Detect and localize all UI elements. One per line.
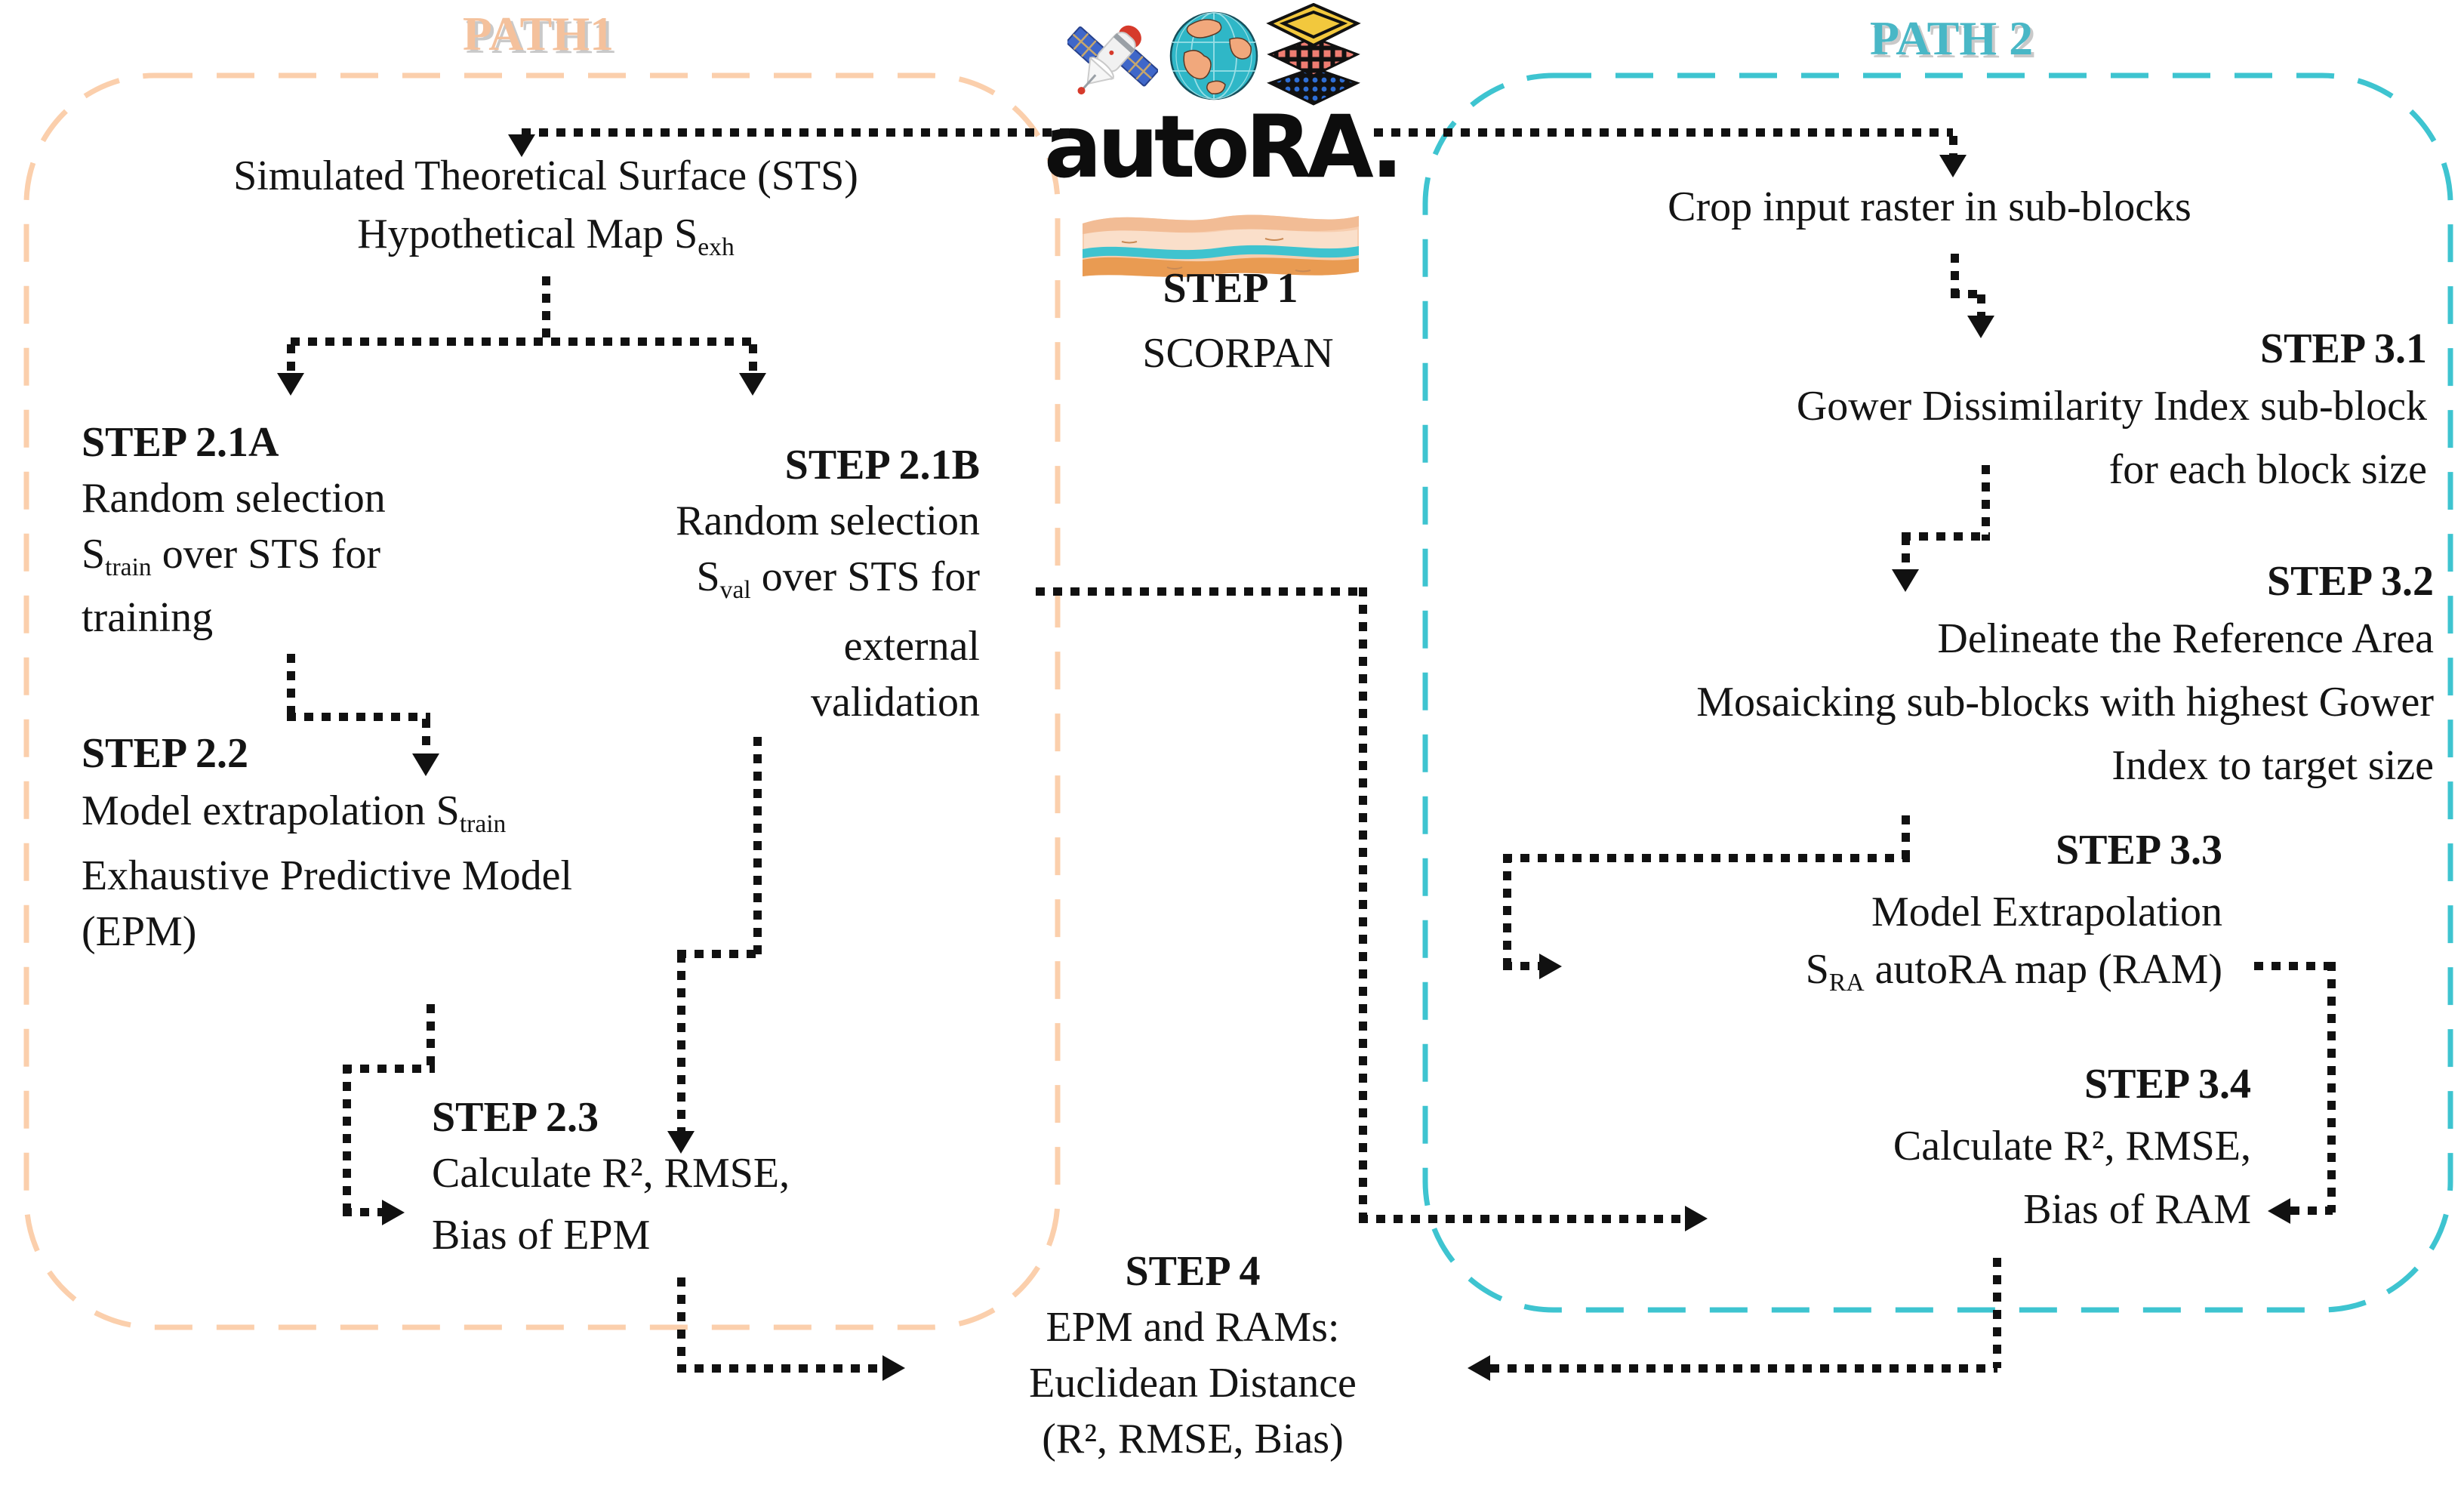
arrowhead-down-sts xyxy=(508,134,535,157)
step4-line3: (R², RMSE, Bias) xyxy=(1042,1416,1344,1462)
connector-crop-to-31-jog xyxy=(1951,290,1985,298)
connector-sval-out-v xyxy=(1359,587,1367,1223)
path1-box xyxy=(23,72,1061,1330)
step22-line3: (EPM) xyxy=(82,908,197,955)
step33-line1: Model Extrapolation xyxy=(1871,889,2222,935)
path1-title: PATH1 xyxy=(462,7,614,60)
connector-logo-to-crop xyxy=(1374,128,1953,137)
connector-31-to-32-h xyxy=(1902,532,1990,541)
step4-title: STEP 4 xyxy=(1125,1248,1261,1295)
connector-logo-to-sts xyxy=(522,128,1076,137)
path2-box xyxy=(1422,72,2453,1313)
connector-32-to-33-v1 xyxy=(1902,815,1910,861)
crop-raster-label: Crop input raster in sub-blocks xyxy=(1668,183,2191,230)
step21b-line2: Sval over STS for xyxy=(696,553,980,605)
step31-line2: for each block size xyxy=(2108,446,2427,493)
connector-21b-to-23-v2 xyxy=(677,954,685,1135)
arrowhead-down-32 xyxy=(1892,569,1919,592)
step21b-line1: Random selection xyxy=(676,498,980,544)
connector-sval-out-h2 xyxy=(1359,1215,1685,1223)
step21a-line1: Random selection xyxy=(82,475,386,522)
arrowhead-left-34 xyxy=(2268,1198,2290,1224)
step1-title: STEP 1 xyxy=(1163,265,1298,312)
autora-logo-text: autoRA. xyxy=(1043,97,1403,197)
connector-21a-to-22-v1 xyxy=(287,654,295,717)
step21b-title: STEP 2.1B xyxy=(784,442,980,488)
connector-sval-out-h1 xyxy=(1036,587,1363,596)
step33-line2: SRA autoRA map (RAM) xyxy=(1805,946,2222,997)
connector-crop-to-31-v1 xyxy=(1951,254,1959,294)
connector-21b-to-23-v1 xyxy=(753,737,762,954)
connector-23-to-4-h xyxy=(677,1364,882,1373)
connector-22-to-23-h1 xyxy=(343,1065,435,1073)
connector-logo-to-crop-drop xyxy=(1949,136,1957,157)
step4-line2: Euclidean Distance xyxy=(1029,1360,1357,1407)
arrowhead-right-34 xyxy=(1685,1206,1708,1231)
arrowhead-down-21a xyxy=(277,373,304,396)
step32-line2: Mosaicking sub-blocks with highest Gower xyxy=(1696,679,2434,726)
connector-21a-to-22-v2 xyxy=(422,719,430,757)
satellite-icon xyxy=(1067,25,1158,95)
step32-title: STEP 3.2 xyxy=(2267,558,2434,605)
connector-sts-split-bar xyxy=(291,337,753,346)
path2-title: PATH 2 xyxy=(1869,11,2034,65)
connector-31-to-32-v1 xyxy=(1982,465,1990,541)
connector-32-to-33-h1 xyxy=(1503,854,1910,862)
step34-line1: Calculate R², RMSE, xyxy=(1893,1123,2251,1169)
step21a-line3: training xyxy=(82,594,214,641)
step33-title: STEP 3.3 xyxy=(2056,827,2222,874)
arrowhead-right-23 xyxy=(382,1200,405,1225)
step23-title: STEP 2.3 xyxy=(432,1094,599,1141)
connector-31-to-32-v2 xyxy=(1902,536,1910,572)
connector-33-to-34-h2 xyxy=(2290,1206,2333,1215)
sts-line1: Simulated Theoretical Surface (STS) xyxy=(233,153,858,199)
connector-crop-to-31-v2 xyxy=(1977,294,1985,319)
connector-32-to-33-h2 xyxy=(1503,962,1539,970)
step4-line1: EPM and RAMs: xyxy=(1046,1304,1340,1351)
connector-22-to-23-v2 xyxy=(343,1065,351,1213)
step34-title: STEP 3.4 xyxy=(2084,1061,2251,1108)
step21b-line4: validation xyxy=(811,679,980,726)
connector-split-left-drop xyxy=(287,344,295,376)
step21a-title: STEP 2.1A xyxy=(82,419,279,466)
connector-34-to-4-h xyxy=(1490,1364,1997,1373)
step31-title: STEP 3.1 xyxy=(2260,325,2427,372)
arrowhead-down-21b xyxy=(739,373,766,396)
arrowhead-left-step4 xyxy=(1468,1355,1490,1381)
step22-line2: Exhaustive Predictive Model xyxy=(82,852,573,899)
step32-line1: Delineate the Reference Area xyxy=(1937,615,2434,662)
arrowhead-right-33 xyxy=(1539,954,1562,979)
step22-title: STEP 2.2 xyxy=(82,730,248,777)
connector-sts-split-stem xyxy=(542,276,550,341)
step34-line2: Bias of RAM xyxy=(2023,1186,2251,1233)
arrowhead-down-23 xyxy=(667,1131,695,1154)
step31-line1: Gower Dissimilarity Index sub-block xyxy=(1796,383,2427,430)
connector-33-to-34-v xyxy=(2327,962,2336,1213)
connector-23-to-4-v xyxy=(677,1277,685,1370)
arrowhead-down-crop xyxy=(1939,155,1967,177)
soil-layers-illustration xyxy=(1083,214,1359,277)
step23-line1: Calculate R², RMSE, xyxy=(432,1150,790,1197)
step23-line2: Bias of EPM xyxy=(432,1212,651,1259)
connector-33-to-34-h1 xyxy=(2254,962,2336,970)
connector-21b-to-23-jog xyxy=(677,950,762,958)
arrowhead-right-step4 xyxy=(882,1355,905,1381)
step21b-line3: external xyxy=(843,623,980,670)
step32-line3: Index to target size xyxy=(2111,742,2434,789)
connector-34-to-4-v xyxy=(1993,1258,2001,1368)
step22-line1: Model extrapolation Strain xyxy=(82,787,507,839)
layers-icon xyxy=(1266,3,1361,106)
arrowhead-down-22 xyxy=(412,753,439,776)
arrowhead-down-31 xyxy=(1967,316,1994,338)
step1-label: SCORPAN xyxy=(1142,330,1334,377)
connector-22-to-23-v1 xyxy=(427,1004,435,1069)
connector-32-to-33-v2 xyxy=(1503,854,1511,967)
sts-line2: Hypothetical Map Sexh xyxy=(357,211,735,262)
step21a-line2: Strain over STS for xyxy=(82,531,380,582)
globe-icon xyxy=(1169,11,1258,100)
connector-22-to-23-h2 xyxy=(343,1208,382,1216)
connector-split-right-drop xyxy=(749,344,757,376)
connector-21a-to-22-h xyxy=(287,713,430,721)
